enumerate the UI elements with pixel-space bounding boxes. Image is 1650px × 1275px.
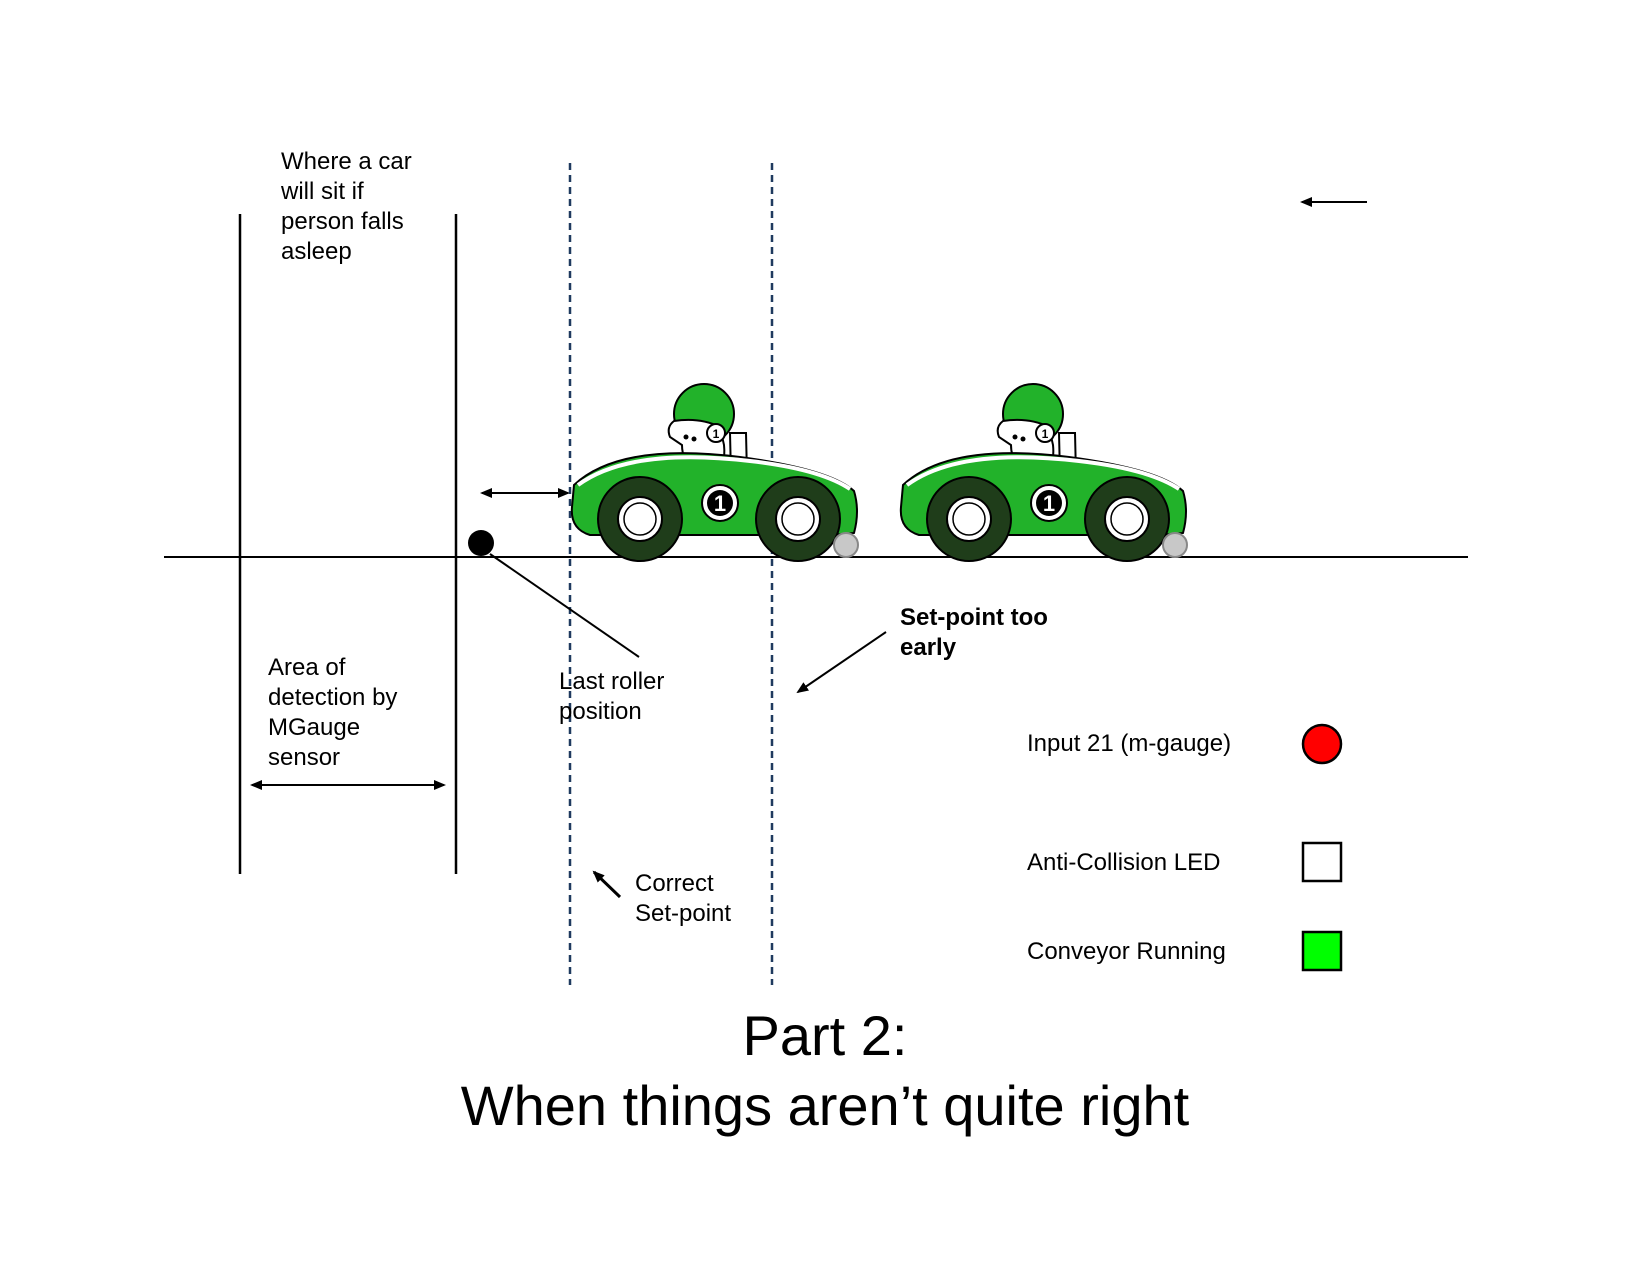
roller-leader-line [489,553,640,658]
correct-setpoint-arrow [592,870,622,899]
title-line-2: When things aren’t quite right [460,1074,1190,1137]
setpoint-early-label: Set-point too early [900,604,1048,661]
last-roller [468,530,494,556]
legend-label-input21: Input 21 (m-gauge) [1027,730,1232,757]
correct-setpoint-label: Correct Set-point [635,870,732,927]
detection-area-label: Area of detection by MGauge sensor [268,654,398,771]
legend-label-conveyor-running: Conveyor Running [1027,938,1226,965]
car-1 [569,382,860,563]
legend-label-anti-collision: Anti-Collision LED [1027,849,1221,876]
last-roller-label: Last roller position [559,668,665,725]
conveyor-running-indicator-icon [1301,930,1343,972]
input21-indicator-icon [1301,723,1343,765]
anti-collision-led-indicator-icon [1301,841,1343,883]
car-2 [898,382,1189,563]
title-line-1: Part 2: [742,1004,908,1067]
setpoint-early-arrow [796,631,887,694]
sleep-area-label: Where a car will sit if person falls asl… [281,148,412,265]
